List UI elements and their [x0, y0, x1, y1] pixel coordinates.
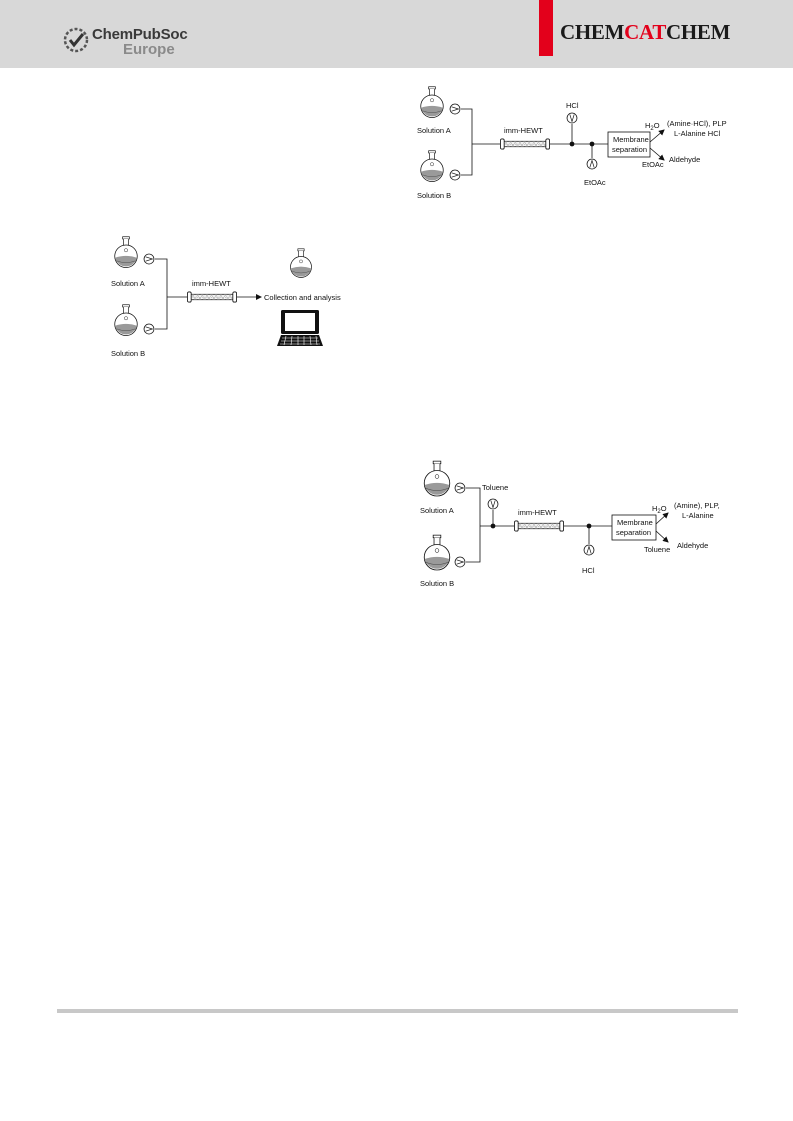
- flask-b-icon: [423, 534, 451, 571]
- column-label: imm-HEWT: [192, 279, 231, 288]
- mixing-tee-2: [586, 523, 592, 529]
- flask-a-label: Solution A: [111, 279, 145, 288]
- mixing-tee-1: [490, 523, 496, 529]
- pump-a-icon: [143, 253, 155, 265]
- scheme-etoac-workup: Solution A Solution B imm-HEWT HCl EtOAc…: [417, 86, 727, 200]
- journal-title-part-3: CHEM: [666, 20, 731, 44]
- header-band: [0, 0, 793, 68]
- mixing-tee-2: [589, 141, 595, 147]
- organic-outlet-arrow: [649, 147, 665, 161]
- pump-b-icon: [143, 323, 155, 335]
- journal-red-bar: [539, 0, 553, 56]
- flask-a-icon: [114, 236, 138, 268]
- aqueous-outlet-arrow: [655, 512, 669, 525]
- separator-line-2: separation: [616, 528, 651, 537]
- footer-rule: [57, 1009, 738, 1013]
- reagent-bottom-label: EtOAc: [584, 178, 606, 187]
- feed-tubing: [461, 108, 500, 176]
- publisher-star-icon: [63, 27, 89, 53]
- publisher-region: Europe: [123, 41, 175, 58]
- flask-b-icon: [420, 150, 444, 182]
- journal-title-part-1: CHEM: [560, 20, 625, 44]
- pump-a-icon: [449, 103, 461, 115]
- aqueous-product-1: (Amine), PLP,: [674, 501, 720, 510]
- publisher-logo: ChemPubSoc Europe: [62, 24, 212, 60]
- flask-a-icon: [420, 86, 444, 118]
- column-label: imm-HEWT: [518, 508, 557, 517]
- publisher-name: ChemPubSoc: [92, 26, 188, 43]
- journal-title: CHEMCATCHEM: [560, 20, 730, 45]
- computer-icon: [277, 310, 323, 346]
- organic-phase-label: Toluene: [644, 545, 670, 554]
- pump-b-icon: [454, 556, 466, 568]
- flask-b-label: Solution B: [417, 191, 451, 200]
- aqueous-product-2: L-Alanine: [682, 511, 714, 520]
- journal-title-part-2: CAT: [624, 20, 667, 44]
- collection-flask-icon: [290, 248, 312, 278]
- feed-tubing: [466, 487, 514, 563]
- organic-product: Aldehyde: [677, 541, 708, 550]
- aqueous-product-1: (Amine·HCl), PLP: [667, 119, 727, 128]
- organic-product: Aldehyde: [669, 155, 700, 164]
- hcl-pump-icon: [566, 112, 578, 124]
- aqueous-outlet-arrow: [649, 129, 665, 143]
- pump-a-icon: [454, 482, 466, 494]
- scheme-batch-collection: Solution A Solution B imm-HEWT Collectio…: [111, 236, 341, 358]
- aqueous-product-2: L-Alanine HCl: [674, 129, 721, 138]
- flask-b-icon: [114, 304, 138, 336]
- toluene-pump-icon: [487, 498, 499, 510]
- reagent-top-label: HCl: [566, 101, 579, 110]
- membrane-separator: [607, 131, 651, 158]
- aqueous-phase-label: H2O: [645, 121, 660, 132]
- reagent-bottom-label: HCl: [582, 566, 595, 575]
- packed-column-icon: [500, 138, 550, 150]
- scheme-toluene-workup: Solution A Solution B Toluene imm-HEWT H…: [420, 460, 720, 588]
- organic-outlet-arrow: [655, 530, 669, 543]
- mixing-tee-1: [569, 141, 575, 147]
- flask-b-label: Solution B: [420, 579, 454, 588]
- membrane-separator: [611, 514, 657, 541]
- packed-column-icon: [514, 520, 564, 532]
- separator-line-1: Membrane: [617, 518, 653, 527]
- organic-phase-label: EtOAc: [642, 160, 664, 169]
- flask-a-label: Solution A: [420, 506, 454, 515]
- reagent-top-label: Toluene: [482, 483, 508, 492]
- output-label: Collection and analysis: [264, 293, 341, 302]
- flask-b-label: Solution B: [111, 349, 145, 358]
- aqueous-phase-label: H2O: [652, 504, 667, 515]
- separator-line-2: separation: [612, 145, 647, 154]
- separator-line-1: Membrane: [613, 135, 649, 144]
- packed-column-icon: [187, 291, 237, 303]
- hcl-pump-icon: [583, 544, 595, 556]
- column-label: imm-HEWT: [504, 126, 543, 135]
- feed-tubing: [155, 258, 187, 330]
- flask-a-label: Solution A: [417, 126, 451, 135]
- etoac-pump-icon: [586, 158, 598, 170]
- flask-a-icon: [423, 460, 451, 497]
- pump-b-icon: [449, 169, 461, 181]
